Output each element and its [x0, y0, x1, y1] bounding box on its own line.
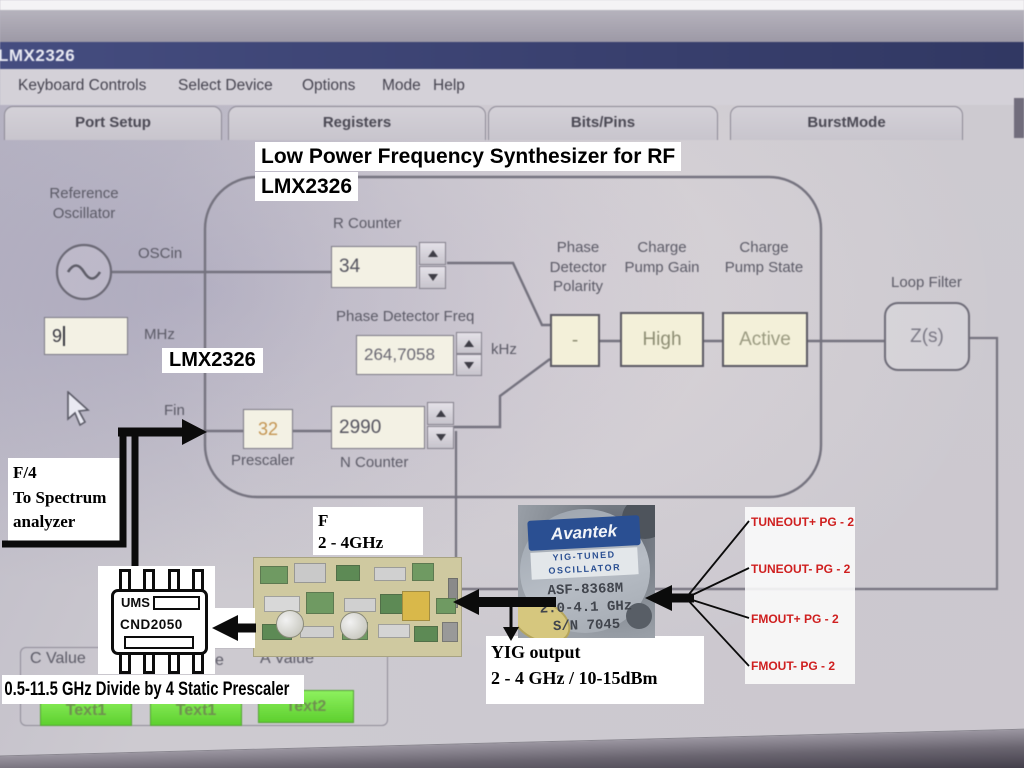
charge-pump-state-button[interactable]: Active: [722, 312, 808, 367]
pin-label-tuneout-minus: TUNEOUT- PG - 2: [751, 562, 851, 576]
r-counter-spin-down-button[interactable]: [419, 266, 446, 289]
pcb-part: [336, 565, 360, 581]
n-counter-spin-up-button[interactable]: [427, 402, 454, 425]
partial-hidden-label: e: [215, 652, 224, 669]
up-arrow-icon: [427, 250, 438, 257]
c-value-label: C Value: [30, 650, 86, 667]
prescaler-pcb-photo: [253, 557, 462, 657]
khz-unit-label: kHz: [491, 341, 517, 358]
pcb-part: [378, 624, 410, 638]
charge-pump-gain-button[interactable]: High: [620, 312, 704, 367]
menu-item-options[interactable]: Options: [302, 77, 356, 94]
menu-item-mode[interactable]: Mode: [382, 77, 421, 94]
mouse-cursor: [67, 391, 90, 427]
synth-heading-line2: LMX2326: [255, 172, 359, 201]
reference-oscillator-label: Reference Oscillator: [49, 185, 119, 223]
tab-port-setup[interactable]: Port Setup: [4, 106, 222, 140]
down-arrow-icon: [427, 274, 438, 281]
pcb-part: [414, 626, 438, 642]
chip-lower-box: [124, 636, 194, 649]
up-arrow-icon: [435, 410, 446, 417]
pcb-part: [344, 598, 376, 612]
mhz-unit-label: MHz: [144, 326, 175, 343]
pcb-part: [412, 563, 434, 581]
divider-chip-drawing: UMS CND2050: [98, 566, 215, 674]
pcb-components: [254, 558, 461, 656]
loop-filter-zs-button[interactable]: Z(s): [884, 302, 970, 371]
n-counter-label: N Counter: [340, 454, 409, 471]
window-titlebar[interactable]: LMX2326: [0, 42, 1024, 69]
synth-heading-line1: Low Power Frequency Synthesizer for RF: [255, 142, 682, 171]
down-arrow-icon: [464, 361, 474, 369]
pcb-part: [300, 626, 334, 638]
pcb-part: [380, 594, 404, 614]
yig-stamped-text: ASF-8368M 2.0-4.1 GHz S/N 7045: [523, 579, 649, 637]
pcb-part: [260, 566, 288, 584]
prescaler-caption: 0.5-11.5 GHz Divide by 4 Static Prescale…: [2, 675, 304, 704]
pcb-round-part: [276, 610, 304, 638]
down-arrow-icon: [435, 434, 446, 441]
window-title: LMX2326: [0, 46, 76, 65]
loop-filter-label: Loop Filter: [891, 274, 962, 291]
tab-burstmode[interactable]: BurstMode: [730, 106, 963, 140]
tab-registers[interactable]: Registers: [228, 106, 486, 140]
photo-edge-artifact: [1014, 98, 1024, 138]
pin-label-fmout-plus: FMOUT+ PG - 2: [751, 612, 839, 626]
yig-brand-band: Avantek: [527, 515, 641, 551]
charge-pump-gain-label: Charge Pump Gain: [624, 239, 700, 276]
pcb-part: [374, 567, 406, 581]
r-counter-spin-up-button[interactable]: [419, 242, 446, 265]
chip-part-number: CND2050: [120, 617, 183, 632]
prescaler-label: Prescaler: [231, 452, 295, 469]
pcb-part: [402, 591, 430, 621]
phase-detector-polarity-button[interactable]: -: [550, 314, 600, 367]
pcb-part: [294, 563, 326, 583]
n-counter-input[interactable]: 2990: [331, 406, 425, 449]
r-counter-label: R Counter: [333, 215, 402, 232]
prescaler-value-box[interactable]: 32: [243, 409, 293, 449]
pd-freq-spin-down-button[interactable]: [456, 354, 482, 376]
yig-output-note: YIG output 2 - 4 GHz / 10-15dBm: [486, 636, 704, 704]
pcb-part: [306, 592, 334, 614]
menu-item-help[interactable]: Help: [433, 77, 465, 94]
fin-pin-label: Fin: [164, 402, 185, 419]
lmx2326-chip-tag: LMX2326: [162, 348, 263, 373]
pcb-part: [442, 622, 458, 642]
phase-detector-freq-input[interactable]: 264,7058: [356, 335, 454, 375]
phase-detector-polarity-label: Phase Detector Polarity: [549, 239, 607, 295]
oscin-pin-label: OSCin: [138, 245, 183, 262]
vco-output-note: F 2 - 4GHz: [313, 507, 423, 555]
desktop-strip: [0, 10, 1024, 42]
phase-detector-freq-label: Phase Detector Freq: [336, 308, 475, 325]
pcb-part: [436, 598, 456, 614]
yig-pinout-labels: TUNEOUT+ PG - 2 TUNEOUT- PG - 2 FMOUT+ P…: [745, 507, 855, 684]
menu-item-select-device[interactable]: Select Device: [178, 77, 273, 94]
tab-bits-pins[interactable]: Bits/Pins: [488, 106, 718, 140]
pin-label-tuneout-plus: TUNEOUT+ PG - 2: [751, 515, 855, 529]
text-caret: [63, 326, 66, 346]
menu-bar: Keyboard Controls Select Device Options …: [0, 69, 1024, 105]
spectrum-analyzer-note: F/4 To Spectrum analyzer: [8, 458, 126, 542]
n-counter-spin-down-button[interactable]: [427, 426, 454, 449]
yig-oscillator-photo: Avantek YIG-TUNED OSCILLATOR ASF-8368M 2…: [518, 505, 655, 638]
pcb-round-part: [340, 612, 368, 640]
photo-top-strip: [0, 0, 1024, 10]
charge-pump-state-label: Charge Pump State: [724, 239, 804, 276]
yig-type-band: YIG-TUNED OSCILLATOR: [530, 547, 639, 580]
reference-frequency-input[interactable]: 9: [44, 317, 128, 355]
pin-label-fmout-minus: FMOUT- PG - 2: [751, 659, 835, 673]
chip-logo-box: [153, 596, 200, 610]
chip-brand: UMS: [121, 595, 150, 610]
menu-item-keyboard-controls[interactable]: Keyboard Controls: [18, 77, 147, 94]
pd-freq-spin-up-button[interactable]: [456, 332, 482, 354]
pcb-part: [264, 596, 300, 612]
r-counter-input[interactable]: 34: [331, 246, 417, 288]
up-arrow-icon: [464, 339, 474, 347]
